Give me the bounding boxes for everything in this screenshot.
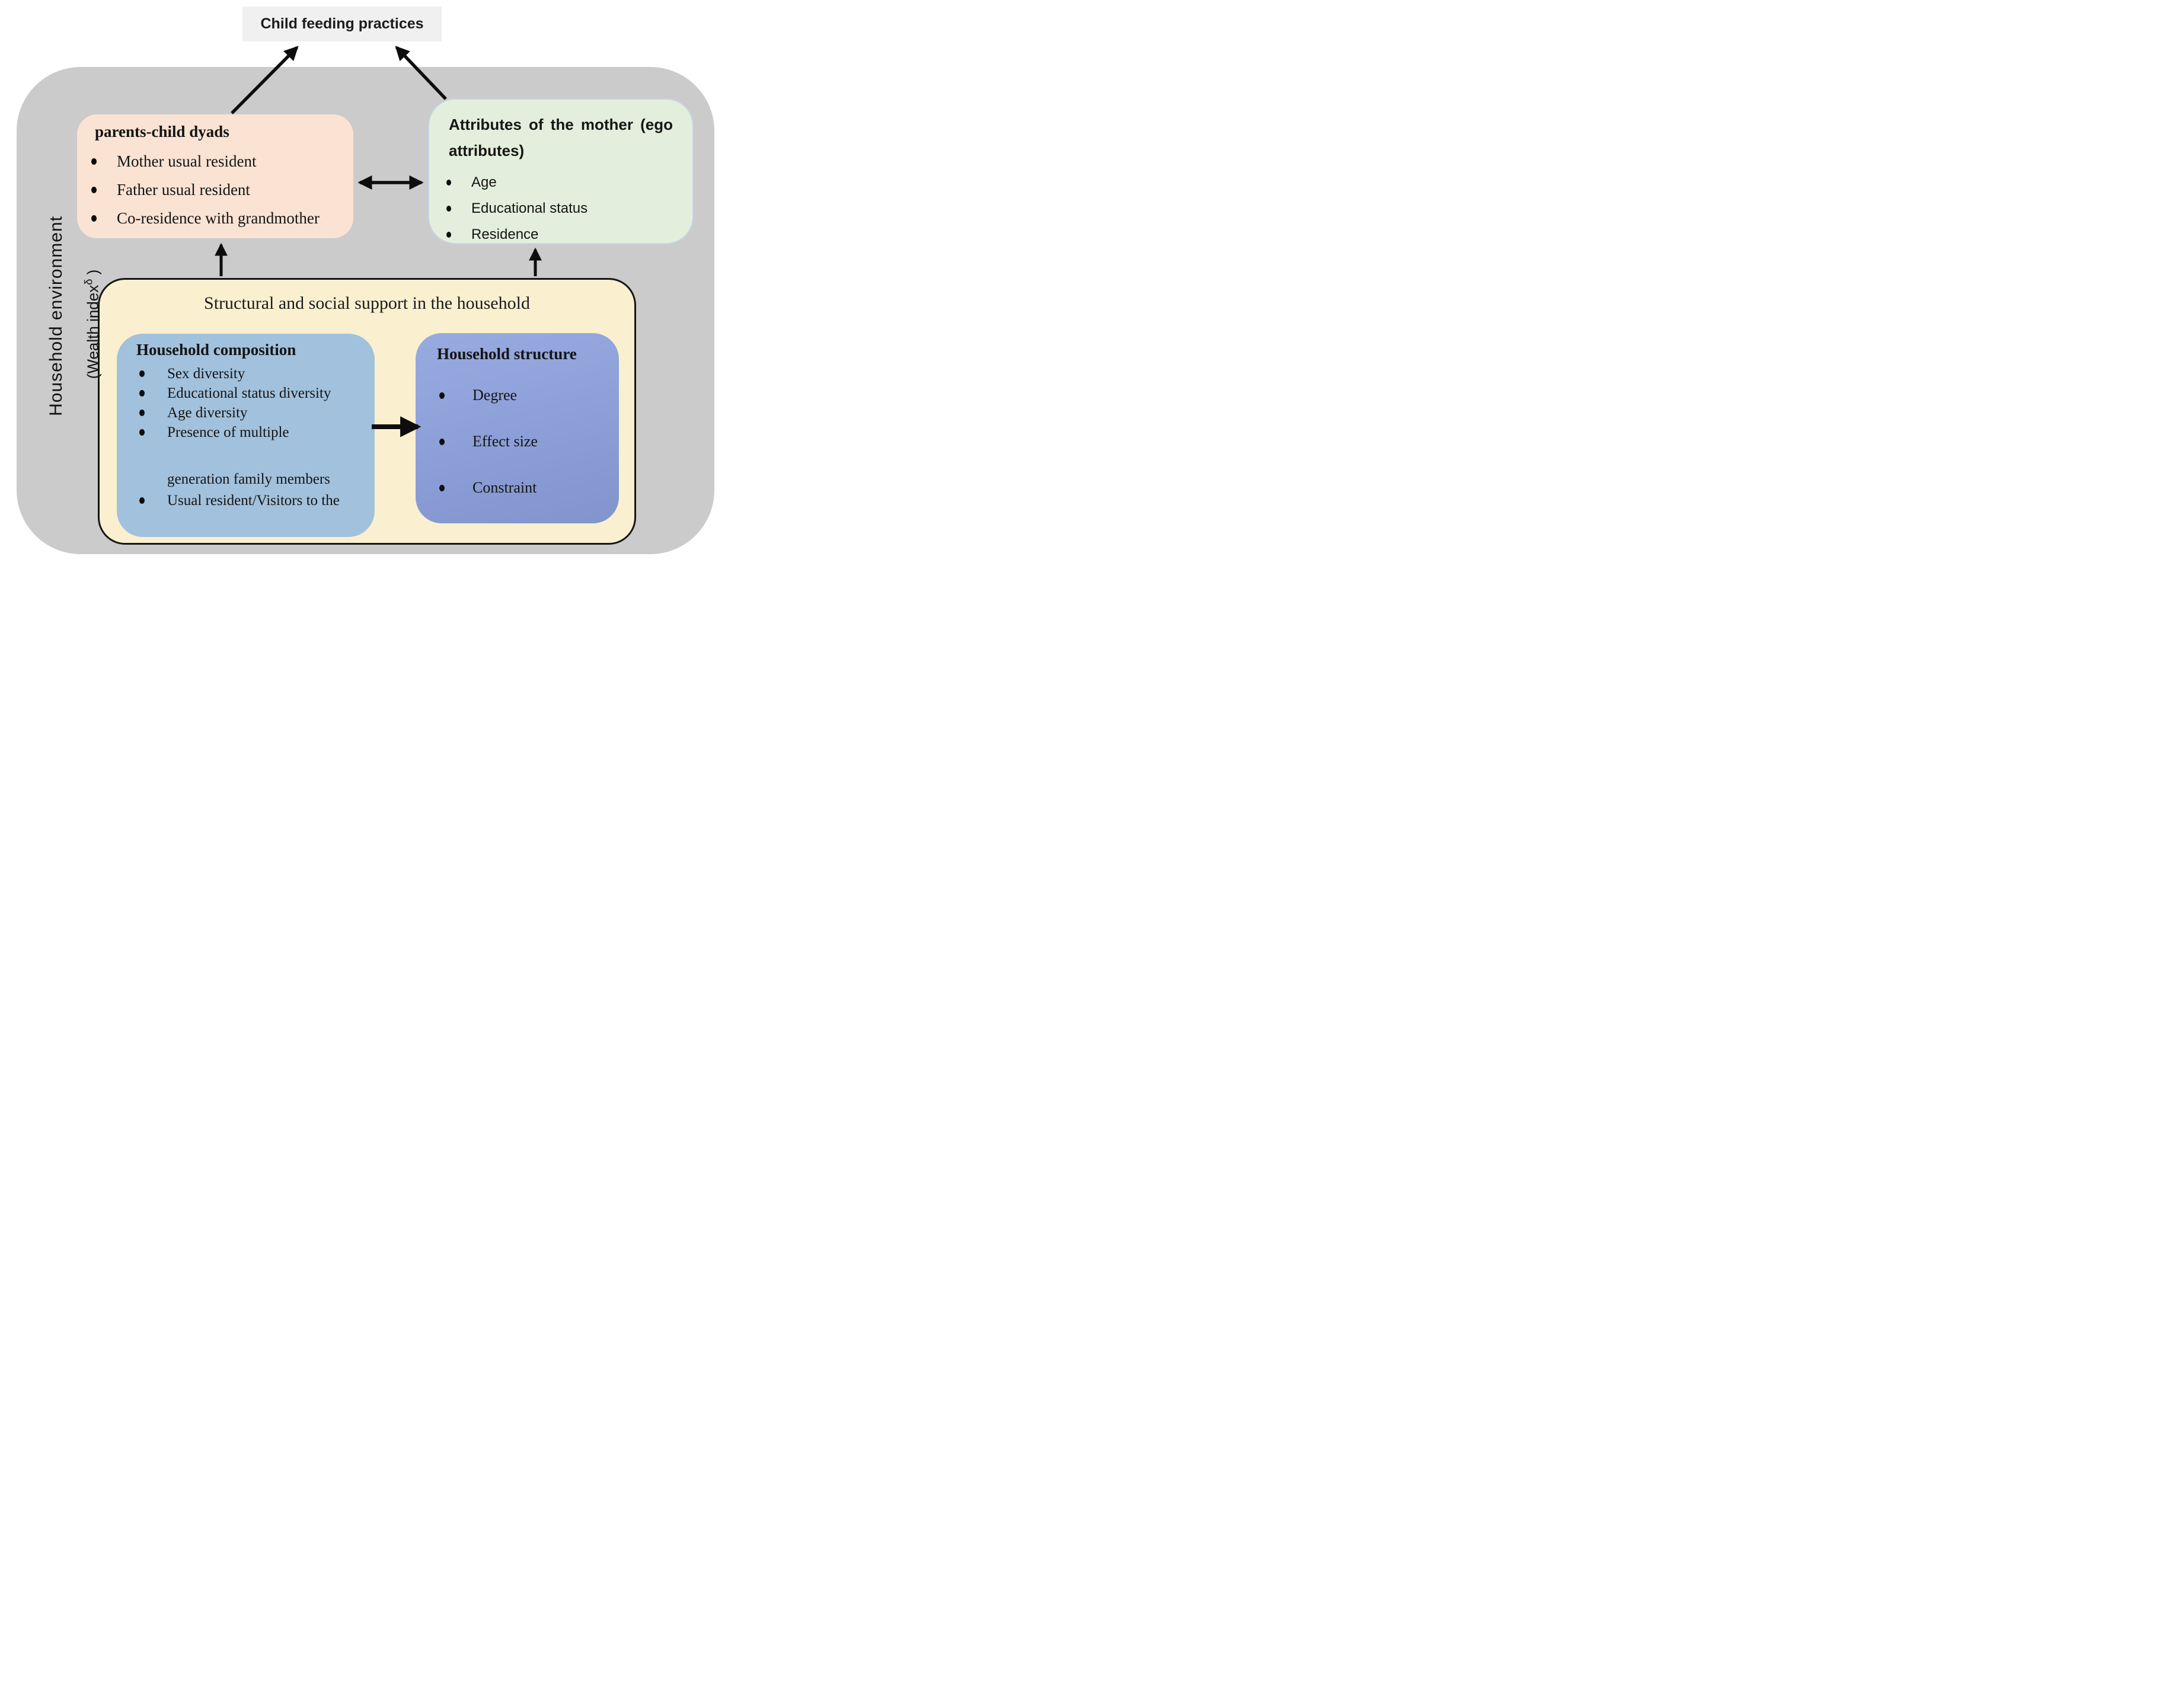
list-item: Father usual resident [77, 175, 353, 204]
bullet-icon [139, 429, 145, 436]
list-item: Educational status [429, 196, 692, 222]
list-item: Mother usual resident [77, 147, 353, 175]
wealth-index-label: (Wealth indexδ ) [82, 269, 102, 379]
list-item: Sex diversity [117, 364, 375, 383]
mother-attributes-box: Attributes of the mother (ego attributes… [428, 98, 694, 244]
mother-attributes-title: Attributes of the mother (ego attributes… [449, 116, 673, 159]
conceptual-framework-figure: Child feeding practices parents-child dy… [0, 0, 728, 563]
parents-child-dyads-box: parents-child dyads Mother usual residen… [77, 114, 353, 238]
bullet-icon [446, 180, 451, 186]
bullet-icon [91, 158, 97, 165]
list-item: Presence of multiple [117, 423, 375, 442]
bullet-icon [446, 206, 451, 212]
list-item: Age [429, 170, 692, 196]
bullet-icon [139, 497, 145, 504]
bullet-icon [139, 410, 145, 416]
list-item: Degree [416, 372, 619, 418]
delta-superscript: δ [82, 279, 95, 285]
list-item: Constraint [416, 465, 619, 511]
list-item-continuation: generation family members [167, 471, 330, 487]
bullet-icon [139, 370, 145, 377]
child-feeding-practices-label: Child feeding practices [260, 15, 424, 32]
bullet-icon [439, 438, 445, 445]
list-item: Effect size [416, 418, 619, 465]
household-structure-title: Household structure [437, 345, 577, 363]
list-item: Usual resident/Visitors to the [117, 491, 375, 510]
household-composition-list: Sex diversity Educational status diversi… [117, 364, 375, 510]
list-item: Co-residence with grandmother [77, 204, 353, 232]
household-composition-box: Household composition Sex diversity Educ… [117, 334, 375, 537]
list-item: Age diversity [117, 403, 375, 423]
mother-attributes-list: Age Educational status Residence [429, 170, 692, 248]
bullet-icon [91, 215, 97, 222]
bullet-icon [139, 390, 145, 397]
bullet-icon [91, 186, 97, 193]
parents-child-dyads-list: Mother usual resident Father usual resid… [77, 147, 353, 232]
household-structure-box: Household structure Degree Effect size C… [416, 333, 619, 523]
bullet-icon [439, 392, 445, 399]
child-feeding-practices-box: Child feeding practices [242, 7, 442, 41]
bullet-icon [446, 232, 451, 238]
list-item: Residence [429, 222, 692, 248]
household-composition-title: Household composition [136, 341, 296, 359]
parents-child-dyads-title: parents-child dyads [95, 123, 229, 140]
bullet-icon [439, 484, 445, 491]
household-structure-list: Degree Effect size Constraint [416, 372, 619, 511]
structural-social-support-title: Structural and social support in the hou… [204, 293, 530, 313]
household-environment-label: Household environment [46, 216, 66, 416]
list-item: Educational status diversity [117, 383, 375, 403]
